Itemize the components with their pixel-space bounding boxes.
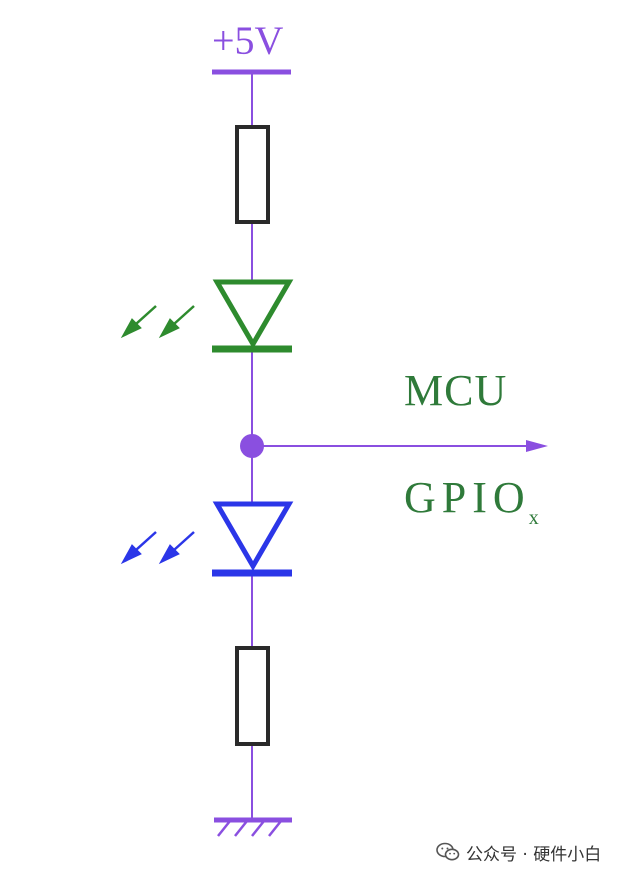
led-bottom-light-arrows-icon [120, 531, 195, 565]
vcc-label: +5V [212, 18, 284, 63]
gpio-label-text: GPIO [404, 473, 531, 522]
led-top [120, 279, 294, 353]
resistor-top [235, 125, 270, 224]
resistor-bottom [235, 646, 270, 746]
mcu-label: MCU [404, 366, 507, 415]
led-bottom [120, 501, 294, 577]
led-top-triangle [212, 279, 294, 349]
watermark: 公众号 · 硬件小白 [436, 838, 601, 866]
led-top-light-arrows-icon [120, 305, 195, 339]
gpio-arrow-icon [526, 440, 548, 452]
led-bottom-triangle [212, 501, 294, 571]
wechat-icon [436, 842, 460, 861]
watermark-text: 公众号 · 硬件小白 [466, 844, 602, 865]
gpio-label: GPIOx [404, 473, 545, 529]
gpio-label-subscript: x [529, 507, 545, 529]
ground-symbol-icon [214, 817, 292, 837]
